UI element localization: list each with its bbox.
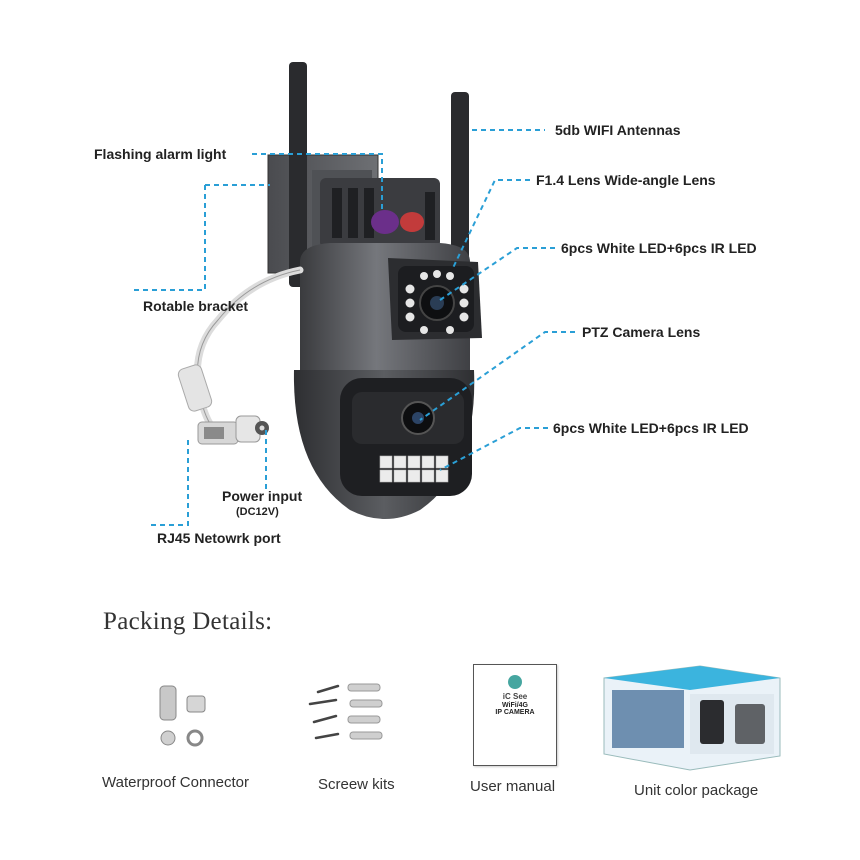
leader-lines — [130, 129, 575, 526]
alarm-light — [320, 178, 440, 248]
waterproof-connector-image — [159, 685, 206, 747]
screw-kit-image — [308, 683, 383, 740]
wifi-antennas — [289, 62, 469, 287]
caption-waterproof-connector: Waterproof Connector — [102, 774, 250, 791]
rj45-label: RJ45 Netowrk port — [157, 530, 281, 546]
manual-line1: WiFi/4G — [502, 702, 528, 709]
antennas-label: 5db WIFI Antennas — [555, 122, 681, 138]
bracket-label: Rotable bracket — [143, 298, 249, 314]
ptz-dome — [293, 370, 475, 519]
power-input — [235, 415, 269, 443]
user-manual-image: iC See WiFi/4G IP CAMERA — [473, 664, 557, 766]
manual-brand: iC See — [502, 692, 528, 701]
led-top-label: 6pcs White LED+6pcs IR LED — [561, 240, 757, 256]
power-input-label: Power input — [222, 488, 303, 504]
caption-user-manual: User manual — [470, 778, 556, 795]
alarm-light-label: Flashing alarm light — [94, 146, 227, 162]
wide-lens-label: F1.4 Lens Wide-angle Lens — [536, 172, 716, 188]
caption-screw-kits: Screew kits — [318, 776, 395, 793]
ptz-led-array — [379, 455, 449, 483]
packing-title: Packing Details: — [103, 608, 273, 635]
wide-angle-module — [388, 258, 482, 340]
led-bottom-label: 6pcs White LED+6pcs IR LED — [553, 420, 749, 436]
rj45-port — [197, 421, 239, 445]
ptz-lens-label: PTZ Camera Lens — [582, 324, 701, 340]
manual-line2: IP CAMERA — [495, 709, 535, 716]
caption-color-package: Unit color package — [634, 782, 759, 799]
power-spec-label: (DC12V) — [236, 506, 279, 518]
manual-logo-icon — [508, 675, 522, 689]
cables — [177, 266, 304, 434]
color-package-image — [603, 665, 781, 771]
